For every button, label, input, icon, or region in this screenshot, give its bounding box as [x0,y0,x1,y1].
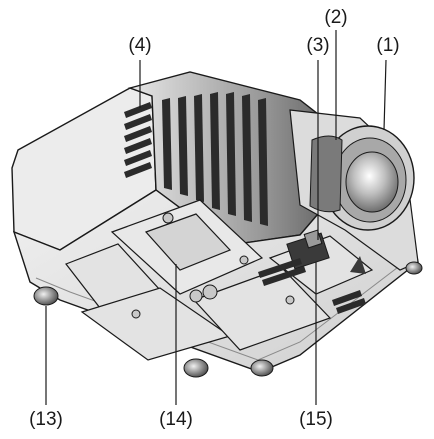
foot-right [406,262,422,274]
lens-glass [346,152,398,212]
callout-1: (1) [376,35,399,56]
callout-4: (4) [128,35,151,56]
foot-rear-center [184,359,208,377]
callout-14: (14) [159,409,193,430]
callout-15: (15) [299,409,333,430]
callout-3: (3) [306,35,329,56]
callout-2: (2) [324,7,347,28]
foot-rear-right [251,360,273,376]
leader-1 [384,60,386,130]
focus-ring [310,136,342,212]
callout-13: (13) [29,409,63,430]
foot-front-left [34,287,58,305]
